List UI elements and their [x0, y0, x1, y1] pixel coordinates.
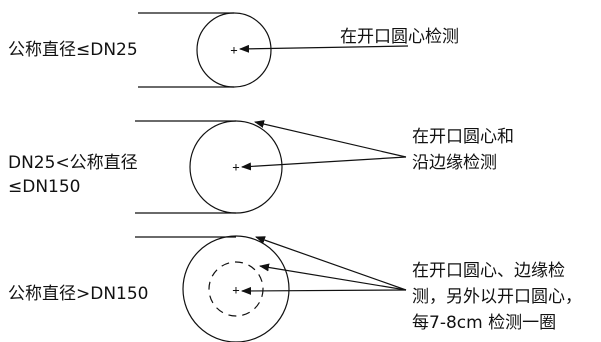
- center-point-icon: +: [230, 43, 237, 57]
- opening-circle: [189, 120, 283, 214]
- row-medium-diameter: DN25<公称直径 ≤DN150 + 在开口圆心和 沿边缘检测: [8, 120, 514, 214]
- edge-leader-line: [254, 120, 407, 158]
- condition-label-large: 公称直径>DN150: [8, 284, 149, 304]
- condition-label-medium-line1: DN25<公称直径: [8, 153, 138, 173]
- instruction-label-large-line3: 每7-8cm 检测一圈: [412, 313, 556, 333]
- center-point-icon: +: [232, 160, 239, 174]
- center-point-icon: +: [232, 283, 239, 297]
- condition-label-small: 公称直径≤DN25: [8, 40, 138, 60]
- instruction-label-medium-line2: 沿边缘检测: [412, 153, 497, 173]
- opening-circle: [182, 235, 290, 342]
- instruction-label-small: 在开口圆心检测: [340, 27, 459, 47]
- opening-circle: [196, 12, 272, 88]
- detection-ring-dashed: [208, 261, 264, 317]
- center-leader-line: [241, 286, 407, 295]
- condition-label-medium-line2: ≤DN150: [8, 177, 81, 197]
- instruction-label-large-line1: 在开口圆心、边缘检: [412, 261, 565, 281]
- instruction-label-medium-line1: 在开口圆心和: [412, 127, 514, 147]
- instruction-label-large-line2: 测，另外以开口圆心，: [412, 287, 582, 307]
- center-leader-line: [239, 44, 409, 53]
- edge-leader-line: [255, 236, 407, 291]
- row-small-diameter: 公称直径≤DN25 + 在开口圆心检测: [8, 12, 459, 88]
- ring-leader-line: [259, 263, 407, 291]
- row-large-diameter: 公称直径>DN150 + 在开口圆心、边缘检 测，另外以开口圆心， 每7-8cm…: [8, 235, 582, 342]
- center-leader-line: [241, 156, 407, 171]
